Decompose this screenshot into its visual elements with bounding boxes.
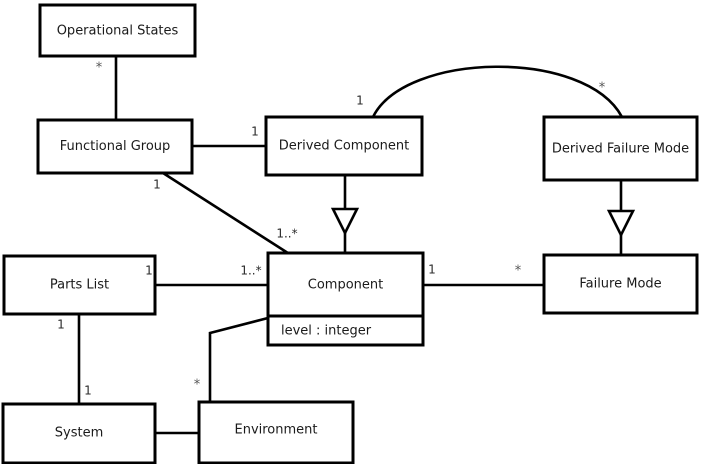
class-label-environment: Environment — [234, 423, 317, 438]
multiplicity-environment-component: * — [194, 378, 201, 393]
class-label-system: System — [55, 426, 103, 441]
class-label-operational-states: Operational States — [57, 24, 179, 39]
class-label-component: Component — [308, 278, 383, 293]
class-system[interactable]: System — [1, 402, 157, 464]
multiplicity-parts-list-side: 1 — [145, 264, 153, 278]
multiplicity-component-failure-mode-failure-side: * — [515, 264, 522, 279]
class-box-system — [1, 402, 157, 464]
class-box-functional-group — [36, 118, 194, 175]
multiplicity-parts-list-system-bottom: 1 — [84, 384, 92, 398]
multiplicity-parts-list-system-top: 1 — [57, 318, 65, 332]
multiplicity-functional-group-derived-component: 1 — [251, 125, 259, 139]
class-functional-group[interactable]: Functional Group — [36, 118, 194, 175]
class-attribute-component-level: level : integer — [281, 324, 372, 339]
class-box-derived-failure-mode — [542, 115, 699, 182]
class-box-component-attributes — [266, 314, 425, 347]
generalization-arrowhead-failure-mode — [606, 209, 636, 238]
class-label-functional-group: Functional Group — [60, 139, 171, 154]
class-failure-mode[interactable]: Failure Mode — [542, 253, 699, 315]
class-derived-failure-mode[interactable]: Derived Failure Mode — [542, 115, 699, 182]
class-label-derived-failure-mode: Derived Failure Mode — [552, 142, 689, 157]
class-component[interactable]: Component level : integer — [266, 251, 425, 347]
class-box-environment — [197, 400, 355, 464]
edge-derived-component-derived-failure-mode — [371, 65, 624, 118]
class-box-parts-list — [2, 254, 157, 316]
edge-environment-component — [208, 316, 269, 403]
generalization-arrowhead-component — [330, 207, 360, 236]
multiplicity-arc-derived-component-side: 1 — [356, 94, 364, 108]
class-box-failure-mode — [542, 253, 699, 315]
multiplicity-component-side-from-functional-group: 1..* — [276, 227, 297, 241]
multiplicity-component-side-from-parts-list: 1..* — [240, 264, 261, 278]
multiplicity-arc-derived-failure-mode-side: * — [599, 81, 606, 96]
edge-functional-group-component — [162, 171, 292, 257]
class-parts-list[interactable]: Parts List — [2, 254, 157, 316]
class-derived-component[interactable]: Derived Component — [264, 115, 424, 177]
class-label-derived-component: Derived Component — [279, 139, 410, 154]
multiplicity-functional-group-side: 1 — [153, 178, 161, 192]
class-operational-states[interactable]: Operational States — [38, 3, 197, 58]
class-box-derived-component — [264, 115, 424, 177]
class-box-component-name — [266, 251, 425, 318]
multiplicity-component-failure-mode-component-side: 1 — [428, 263, 436, 277]
class-label-parts-list: Parts List — [50, 278, 109, 293]
multiplicity-operational-states-functional-group: * — [96, 61, 103, 76]
class-label-failure-mode: Failure Mode — [579, 277, 661, 292]
class-environment[interactable]: Environment — [197, 400, 355, 464]
class-box-operational-states — [38, 3, 197, 58]
